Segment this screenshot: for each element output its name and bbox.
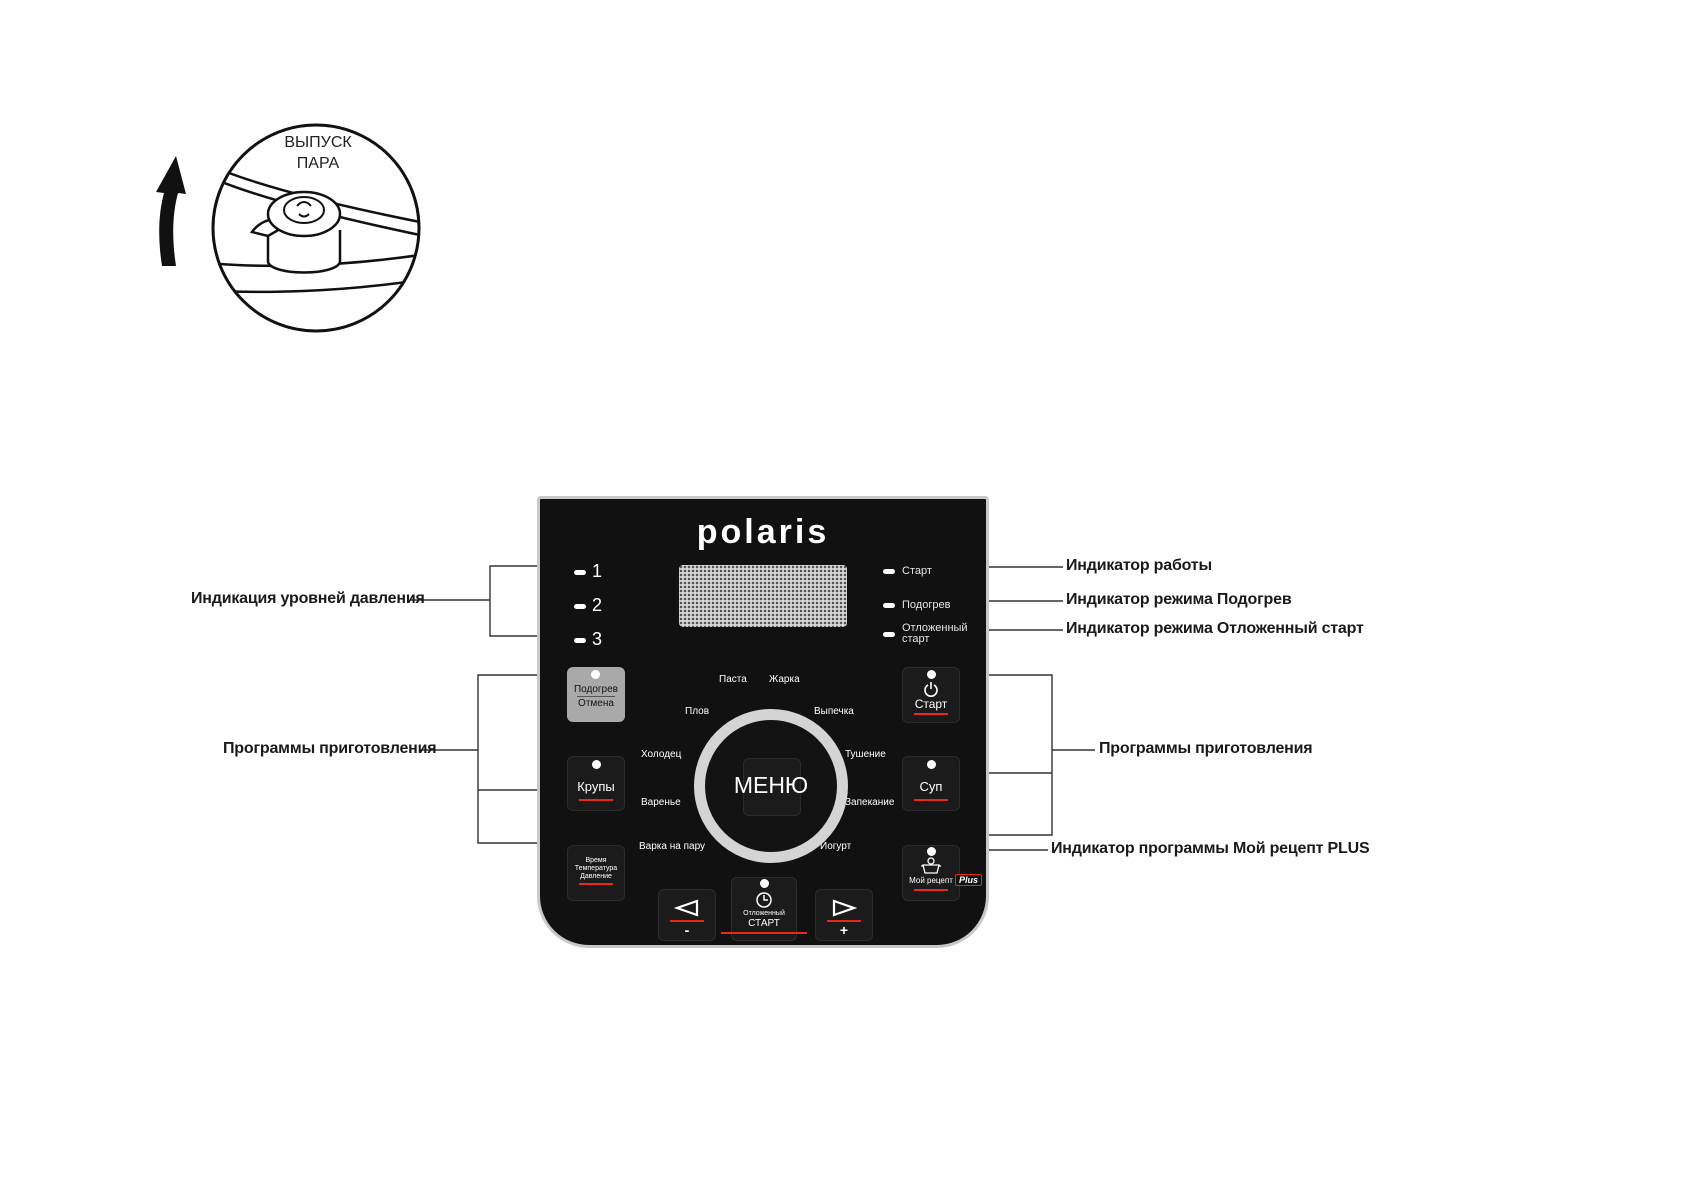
warm-cancel-led — [591, 670, 600, 679]
program-aspic: Холодец — [641, 749, 682, 760]
warm-indicator-label: Подогрев — [902, 599, 951, 611]
start-indicator-label: Старт — [902, 565, 932, 577]
soup-label: Суп — [919, 779, 943, 794]
menu-dial[interactable]: МЕНЮ — [694, 709, 848, 863]
digital-display — [679, 565, 847, 627]
minus-label: - — [684, 922, 690, 938]
pressure-level-3-label: 3 — [592, 629, 603, 649]
my-recipe-label: Мой рецепт — [909, 876, 953, 885]
menu-button[interactable] — [743, 758, 801, 816]
minus-underline — [670, 920, 704, 922]
time-temperature-pressure-button[interactable]: Время Температура Давление — [567, 845, 625, 901]
grains-led — [591, 760, 601, 769]
callout-delay-indicator: Индикатор режима Отложенный старт — [1066, 620, 1364, 637]
delay-indicator-label-line2: старт — [902, 633, 930, 645]
start-indicator-led — [883, 569, 895, 574]
my-recipe-button[interactable]: Мой рецепт — [902, 845, 960, 901]
pressure-label: Давление — [580, 873, 612, 880]
callout-my-recipe-indicator: Индикатор программы Мой рецепт PLUS — [1051, 840, 1370, 857]
clock-icon — [756, 892, 772, 908]
arrow-up-icon — [156, 156, 186, 266]
pressure-level-2-label: 2 — [592, 595, 603, 615]
my-recipe-led — [926, 847, 936, 856]
program-pilaf: Плов — [685, 706, 710, 717]
control-panel: polaris 1 2 3 Старт Подогрев Отложенный … — [537, 496, 989, 948]
callout-warm-indicator: Индикатор режима Подогрев — [1066, 591, 1292, 608]
callout-programs-left: Программы приготовления — [223, 740, 437, 757]
start-led — [926, 670, 936, 679]
program-casserole: Запекание — [845, 797, 895, 808]
callout-work-indicator: Индикатор работы — [1066, 557, 1212, 574]
delay-start-button[interactable]: Отложенный СТАРТ — [721, 877, 807, 941]
pressure-led-1 — [574, 570, 586, 575]
delay-indicator-led — [883, 632, 895, 637]
pressure-led-2 — [574, 604, 586, 609]
callout-pressure-levels: Индикация уровней давления — [191, 590, 425, 607]
triangle-left-icon — [674, 899, 699, 917]
grains-underline — [579, 799, 613, 801]
warm-cancel-button[interactable]: Подогрев Отмена — [567, 667, 625, 722]
pressure-level-1-label: 1 — [592, 561, 603, 581]
soup-underline — [914, 799, 948, 801]
menu-label: МЕНЮ — [733, 772, 809, 798]
grains-label: Крупы — [577, 779, 615, 794]
soup-button[interactable]: Суп — [902, 756, 960, 811]
plus-button[interactable]: + — [815, 889, 873, 941]
triangle-right-icon — [832, 899, 857, 917]
delay-start-underline — [721, 932, 807, 934]
warm-indicator-led — [883, 603, 895, 608]
callout-programs-right: Программы приготовления — [1099, 740, 1313, 757]
chef-pot-icon — [921, 857, 941, 874]
program-jam: Варенье — [641, 797, 681, 808]
time-label: Время — [585, 857, 607, 864]
plus-underline — [827, 920, 861, 922]
time-underline — [579, 883, 613, 885]
plus-badge: Plus — [955, 874, 983, 886]
program-yogurt: Йогурт — [820, 841, 852, 852]
power-icon — [924, 682, 938, 697]
brand-logo: polaris — [696, 513, 830, 551]
soup-led — [926, 760, 936, 769]
warm-cancel-label-line1: Подогрев — [573, 684, 618, 695]
grains-button[interactable]: Крупы — [567, 756, 625, 811]
steam-release-label-line2: ПАРА — [296, 155, 340, 172]
pressure-led-3 — [574, 638, 586, 643]
warm-cancel-label-line2: Отмена — [577, 696, 615, 709]
minus-button[interactable]: - — [658, 889, 716, 941]
program-fry: Жарка — [769, 674, 800, 685]
delay-start-led — [759, 879, 769, 888]
plus-label: + — [839, 922, 849, 938]
start-button-label: Старт — [914, 697, 948, 711]
temperature-label: Температура — [574, 865, 618, 872]
delay-start-label-line2: СТАРТ — [748, 918, 780, 929]
start-underline — [914, 713, 948, 715]
delay-start-label-line1: Отложенный — [743, 910, 785, 917]
program-steam: Варка на пару — [639, 841, 706, 852]
program-pasta: Паста — [719, 674, 747, 685]
program-bake: Выпечка — [814, 706, 854, 717]
program-stew: Тушение — [845, 749, 886, 760]
my-recipe-underline — [914, 889, 948, 891]
delay-indicator-label-line1: Отложенный — [902, 622, 968, 634]
start-button[interactable]: Старт — [902, 667, 960, 723]
steam-release-label-line1: ВЫПУСК — [284, 134, 352, 151]
